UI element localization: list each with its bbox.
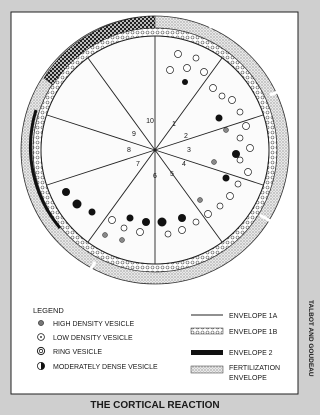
sector-label-5: 5 bbox=[170, 171, 174, 178]
svg-text:HIGH DENSITY VESICLE: HIGH DENSITY VESICLE bbox=[53, 321, 135, 328]
fertilization-envelope-icon bbox=[191, 366, 223, 373]
svg-text:LOW DENSITY VESICLE: LOW DENSITY VESICLE bbox=[53, 335, 133, 342]
envelope-1b-icon bbox=[191, 328, 223, 334]
svg-text:ENVELOPE 1B: ENVELOPE 1B bbox=[229, 329, 278, 336]
legend-heading: LEGEND bbox=[33, 306, 64, 315]
svg-text:MODERATELY DENSE VESICLE: MODERATELY DENSE VESICLE bbox=[53, 364, 158, 371]
legend-item-moderately-dense: MODERATELY DENSE VESICLE bbox=[37, 362, 158, 371]
svg-text:ENVELOPE 1A: ENVELOPE 1A bbox=[229, 313, 278, 320]
sector-label-8: 8 bbox=[127, 147, 131, 154]
envelope-2-icon bbox=[191, 350, 223, 355]
svg-text:RING VESICLE: RING VESICLE bbox=[53, 349, 102, 356]
svg-text:ENVELOPE 2: ENVELOPE 2 bbox=[229, 350, 273, 357]
sector-label-9: 9 bbox=[132, 131, 136, 138]
ring-vesicle-icon bbox=[37, 347, 44, 354]
sector-label-10: 10 bbox=[146, 118, 154, 125]
sector-label-7: 7 bbox=[136, 161, 140, 168]
high-density-vesicle-icon bbox=[38, 320, 43, 325]
svg-text:FERTILIZATION: FERTILIZATION bbox=[229, 365, 280, 372]
legend-item-high-density: HIGH DENSITY VESICLE bbox=[38, 320, 134, 328]
sector-label-4: 4 bbox=[182, 161, 186, 168]
sector-label-3: 3 bbox=[187, 147, 191, 154]
credit-text: TALBOT AND GOUDEAU bbox=[307, 300, 314, 377]
sector-label-1: 1 bbox=[172, 121, 176, 128]
sector-label-2: 2 bbox=[184, 133, 188, 140]
sector-label-6: 6 bbox=[153, 173, 157, 180]
figure-title: THE CORTICAL REACTION bbox=[90, 400, 219, 411]
svg-text:ENVELOPE: ENVELOPE bbox=[229, 375, 267, 382]
